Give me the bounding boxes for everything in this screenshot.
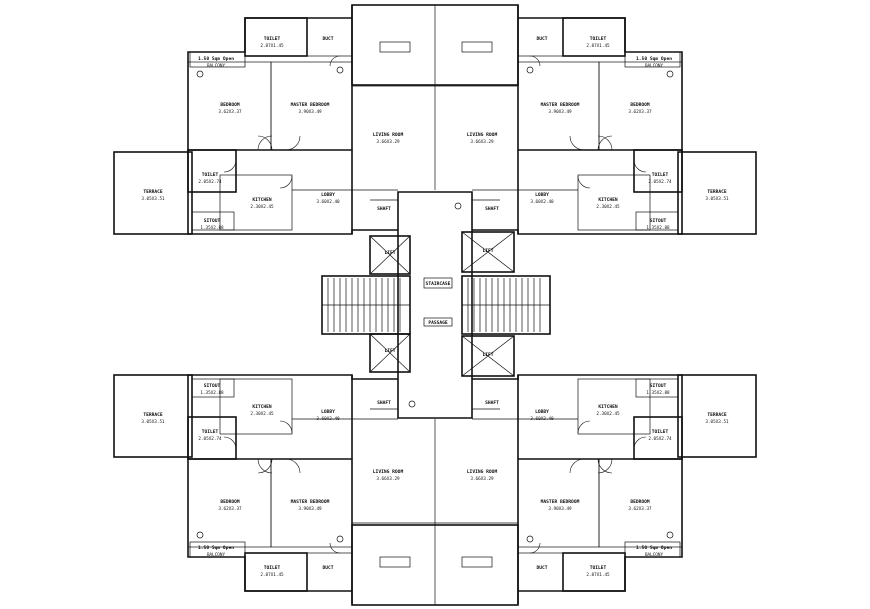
flat-top-left-toilet-top-dim: 2.87X1.45 xyxy=(260,43,284,49)
flat-bottom-right-toilet-top-dim: 2.87X1.45 xyxy=(586,572,610,578)
flat-bottom-left-toilet-top-dim: 2.87X1.45 xyxy=(260,572,284,578)
flat-top-left-sitout-name: SITOUT xyxy=(204,218,221,224)
flat-top-left-sitout-dim: 1.35X2.88 xyxy=(200,225,224,231)
flat-top-right-bedroom-dim: 3.62X3.37 xyxy=(628,109,652,115)
flat-top-left-lobby-dim: 3.60X2.40 xyxy=(316,199,340,205)
flat-top-right-sitout-dim: 1.35X2.88 xyxy=(646,225,670,231)
flat-bottom-left-toilet-side-name: TOILET xyxy=(202,429,219,435)
lift-label-1: LIFT xyxy=(384,250,395,256)
flat-top-right-terrace-name: TERRACE xyxy=(707,189,727,195)
flat-top-left-master-bedroom-name: MASTER BEDROOM xyxy=(291,102,330,108)
flat-bottom-right-living-name: LIVING ROOM xyxy=(467,469,498,475)
flat-bottom-right-duct-name: DUCT xyxy=(536,565,547,571)
flat-bottom-left-master-bedroom-name: MASTER BEDROOM xyxy=(291,499,330,505)
flat-bottom-right-terrace-name: TERRACE xyxy=(707,412,727,418)
flat-top-right-lobby-name: LOBBY xyxy=(535,192,549,198)
flat-top-left-duct-name: DUCT xyxy=(322,36,333,42)
flat-top-right-sitout-name: SITOUT xyxy=(650,218,667,224)
shaft-label-1: SHAFT xyxy=(377,206,391,212)
flat-top-right-terrace-dim: 3.05X3.51 xyxy=(705,196,729,202)
flat-bottom-right-bedroom-name: BEDROOM xyxy=(630,499,650,505)
flat-bottom-right-master-bedroom-name: MASTER BEDROOM xyxy=(541,499,580,505)
shaft-label-2: SHAFT xyxy=(485,206,499,212)
flat-bottom-right-terrace-dim: 3.05X3.51 xyxy=(705,419,729,425)
flat-top-right-balcony-sub: BALCONY xyxy=(645,63,664,69)
flat-top-left-bedroom-name: BEDROOM xyxy=(220,102,240,108)
flat-top-right-toilet-side-dim: 2.05X2.74 xyxy=(648,179,672,185)
flat-bottom-right-balcony-name: 1.50 Sqm Open xyxy=(636,545,672,551)
flat-top-left-terrace-name: TERRACE xyxy=(143,189,163,195)
flat-bottom-left-kitchen-name: KITCHEN xyxy=(252,404,272,410)
flat-top-left-balcony-name: 1.50 Sqm Open xyxy=(198,56,234,62)
lift-label-3: LIFT xyxy=(482,248,493,254)
flat-top-right-master-bedroom-dim: 3.90X3.49 xyxy=(548,109,572,115)
flat-bottom-left-sitout-name: SITOUT xyxy=(204,383,221,389)
flat-bottom-right-kitchen-dim: 2.30X2.45 xyxy=(596,411,620,417)
flat-top-left-master-bedroom-dim: 3.90X3.49 xyxy=(298,109,322,115)
flat-bottom-left-bedroom-dim: 3.62X3.37 xyxy=(218,506,242,512)
flat-top-left-living-dim: 3.66X3.29 xyxy=(376,139,400,145)
flat-bottom-right-toilet-top-name: TOILET xyxy=(590,565,607,571)
core-block xyxy=(321,191,551,419)
flat-top-left-toilet-top-name: TOILET xyxy=(264,36,281,42)
flat-bottom-right-sitout-dim: 1.35X2.88 xyxy=(646,390,670,396)
flat-bottom-left-balcony-sub: BALCONY xyxy=(207,552,226,558)
flat-bottom-right-lobby-dim: 3.60X2.40 xyxy=(530,416,554,422)
flat-top-left-kitchen-dim: 2.30X2.45 xyxy=(250,204,274,210)
flat-bottom-right-toilet-side-name: TOILET xyxy=(652,429,669,435)
flat-bottom-right-kitchen-name: KITCHEN xyxy=(598,404,618,410)
flat-bottom-left-lobby-dim: 3.60X2.40 xyxy=(316,416,340,422)
flat-bottom-left-master-bedroom-dim: 3.90X3.49 xyxy=(298,506,322,512)
central-spine xyxy=(351,4,519,606)
flat-top-left-lobby-name: LOBBY xyxy=(321,192,335,198)
flat-top-right-lobby-dim: 3.60X2.40 xyxy=(530,199,554,205)
flat-top-right-kitchen-name: KITCHEN xyxy=(598,197,618,203)
flat-bottom-right-sitout-name: SITOUT xyxy=(650,383,667,389)
flat-top-right-living-name: LIVING ROOM xyxy=(467,132,498,138)
flat-top-left-terrace-dim: 3.05X3.51 xyxy=(141,196,165,202)
shaft-label-4: SHAFT xyxy=(485,400,499,406)
staircase-label: STAIRCASE xyxy=(426,281,451,287)
flat-bottom-right-master-bedroom-dim: 3.90X3.49 xyxy=(548,506,572,512)
flat-template xyxy=(113,5,435,235)
flat-bottom-left-toilet-side-dim: 2.05X2.74 xyxy=(198,436,222,442)
flat-bottom-left-balcony-name: 1.50 Sqm Open xyxy=(198,545,234,551)
flat-bottom-left-lobby-name: LOBBY xyxy=(321,409,335,415)
flat-top-right-living-dim: 3.66X3.29 xyxy=(470,139,494,145)
flat-bottom-left-kitchen-dim: 2.30X2.45 xyxy=(250,411,274,417)
flat-top-right-duct-name: DUCT xyxy=(536,36,547,42)
flat-top-right-toilet-side-name: TOILET xyxy=(652,172,669,178)
flat-top-right-toilet-top-dim: 2.87X1.45 xyxy=(586,43,610,49)
flat-bottom-left-sitout-dim: 1.35X2.88 xyxy=(200,390,224,396)
flat-top-right-toilet-top-name: TOILET xyxy=(590,36,607,42)
flat-top-left-toilet-side-name: TOILET xyxy=(202,172,219,178)
flat-bottom-right-bedroom-dim: 3.62X3.37 xyxy=(628,506,652,512)
flat-top-right-balcony-name: 1.50 Sqm Open xyxy=(636,56,672,62)
flat-top-right-kitchen-dim: 2.30X2.45 xyxy=(596,204,620,210)
flat-bottom-left-living-name: LIVING ROOM xyxy=(373,469,404,475)
lift-label-4: LIFT xyxy=(482,352,493,358)
flat-top-left-living-name: LIVING ROOM xyxy=(373,132,404,138)
lift-label-2: LIFT xyxy=(384,348,395,354)
flat-top-left-bedroom-dim: 3.62X3.37 xyxy=(218,109,242,115)
flat-bottom-left-bedroom-name: BEDROOM xyxy=(220,499,240,505)
flat-top-left-balcony-sub: BALCONY xyxy=(207,63,226,69)
flat-top-right-master-bedroom-name: MASTER BEDROOM xyxy=(541,102,580,108)
passage-label: PASSAGE xyxy=(428,320,448,326)
flat-top-left-kitchen-name: KITCHEN xyxy=(252,197,272,203)
flat-bottom-right-lobby-name: LOBBY xyxy=(535,409,549,415)
flat-top-left-toilet-side-dim: 2.05X2.74 xyxy=(198,179,222,185)
flat-bottom-left-living-dim: 3.66X3.29 xyxy=(376,476,400,482)
flat-bottom-left-terrace-dim: 3.05X3.51 xyxy=(141,419,165,425)
flat-top-right-bedroom-name: BEDROOM xyxy=(630,102,650,108)
flat-bottom-right-living-dim: 3.66X3.29 xyxy=(470,476,494,482)
flat-bottom-right-toilet-side-dim: 2.05X2.74 xyxy=(648,436,672,442)
flat-bottom-left-duct-name: DUCT xyxy=(322,565,333,571)
flat-bottom-left-toilet-top-name: TOILET xyxy=(264,565,281,571)
shaft-label-3: SHAFT xyxy=(377,400,391,406)
flat-bottom-left-terrace-name: TERRACE xyxy=(143,412,163,418)
flat-bottom-right-balcony-sub: BALCONY xyxy=(645,552,664,558)
